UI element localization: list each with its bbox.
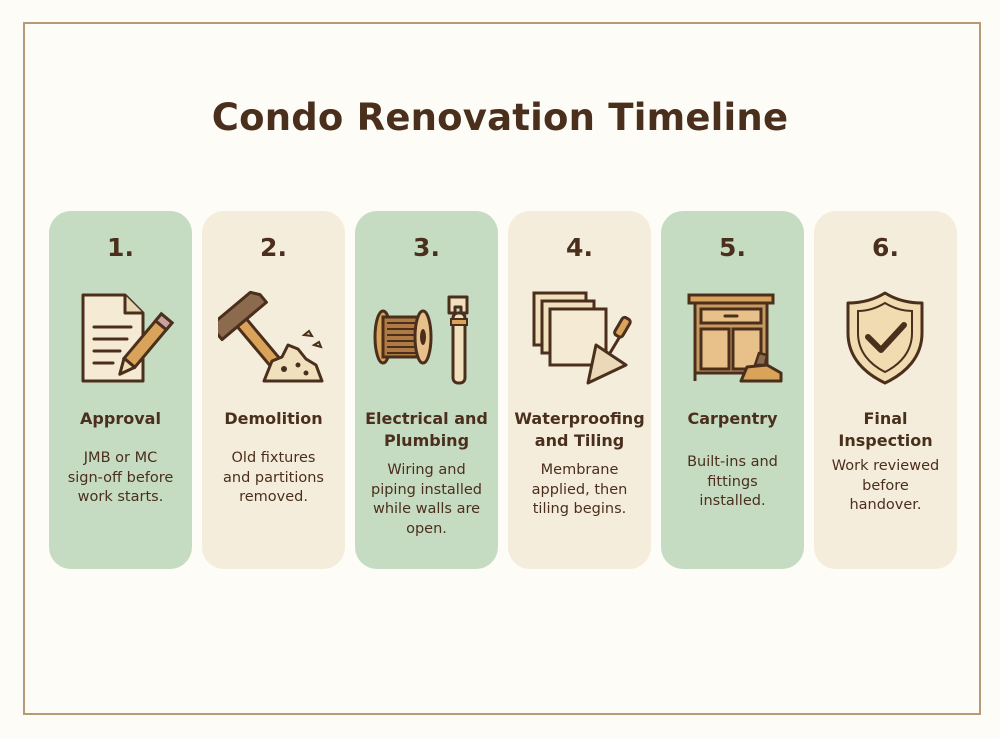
- step-description: JMB or MC sign-off before work starts.: [67, 450, 174, 505]
- step-card-waterproofing-tiling: 4. Waterproofing and Tiling Membrane app…: [508, 211, 651, 569]
- step-name: Waterproofing and Tiling: [514, 409, 645, 450]
- step-number: 4.: [566, 233, 593, 262]
- step-card-final-inspection: 6. Final Inspection Work reviewed before…: [814, 211, 957, 569]
- step-name: Electrical and Plumbing: [365, 409, 488, 450]
- step-card-demolition: 2. Demolition Old fixtures and partition…: [202, 211, 345, 569]
- timeline-steps: 1. Approval JMB or MC sign-off before wo…: [49, 211, 959, 569]
- cabinet-plane-icon: [677, 287, 788, 389]
- step-number: 1.: [107, 233, 134, 262]
- step-card-carpentry: 5. Carpentry Built-ins and fittings inst…: [661, 211, 804, 569]
- step-card-electrical-plumbing: 3. Electrical and Plumbing Wiring and pi…: [355, 211, 498, 569]
- step-number: 2.: [260, 233, 287, 262]
- step-name: Demolition: [224, 409, 323, 428]
- step-number: 5.: [719, 233, 746, 262]
- step-description: Wiring and piping installed while walls …: [371, 462, 482, 537]
- shield-check-icon: [830, 287, 941, 389]
- step-card-approval: 1. Approval JMB or MC sign-off before wo…: [49, 211, 192, 569]
- wire-spool-wrench-icon: [371, 287, 482, 389]
- page-title: Condo Renovation Timeline: [211, 96, 789, 139]
- step-name: Final Inspection: [838, 409, 933, 450]
- step-name: Approval: [80, 409, 161, 428]
- document-pencil-icon: [65, 287, 176, 389]
- step-number: 6.: [872, 233, 899, 262]
- step-description: Work reviewed before handover.: [831, 458, 940, 513]
- step-description: Built-ins and fittings installed.: [687, 454, 778, 509]
- step-description: Old fixtures and partitions removed.: [223, 450, 324, 505]
- step-description: Membrane applied, then tiling begins.: [531, 462, 628, 517]
- hammer-rubble-icon: [218, 287, 329, 389]
- tiles-trowel-icon: [524, 287, 635, 389]
- step-name: Carpentry: [687, 409, 778, 428]
- step-number: 3.: [413, 233, 440, 262]
